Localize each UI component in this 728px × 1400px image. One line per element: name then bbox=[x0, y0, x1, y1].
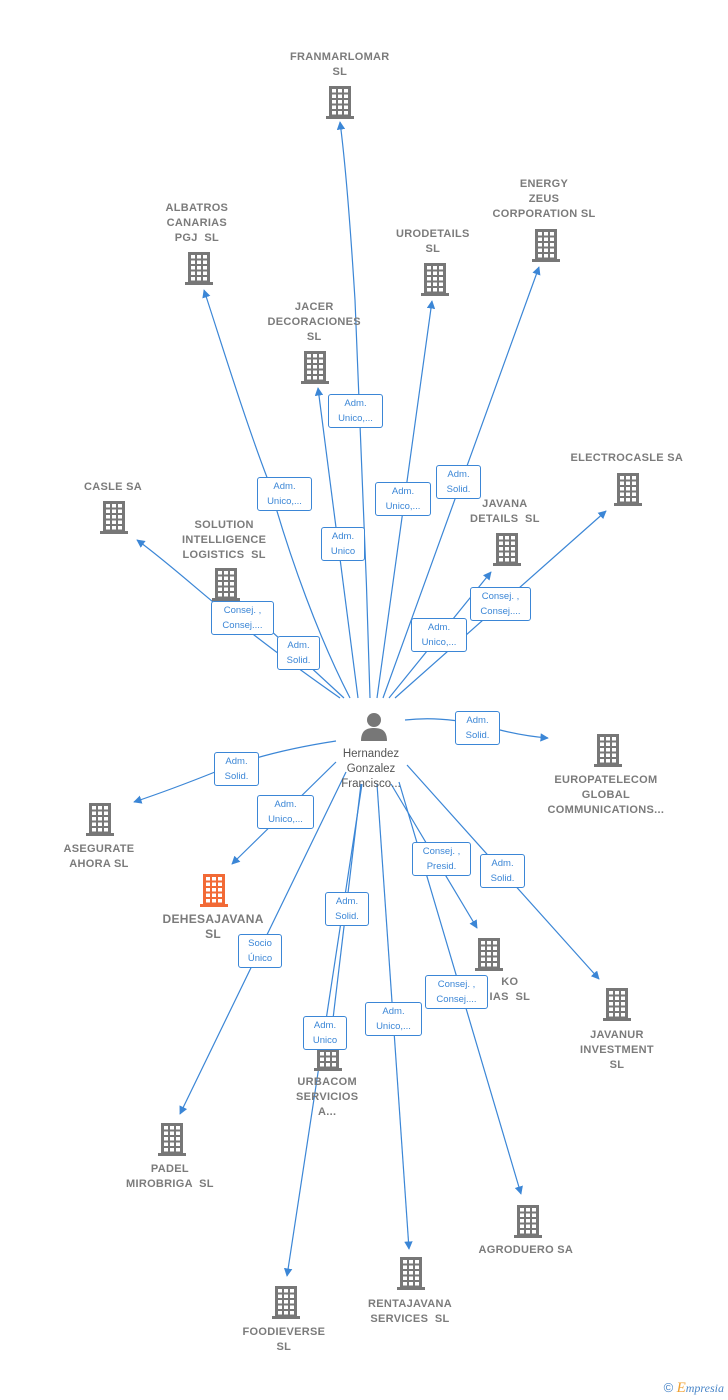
building-icon-nko[interactable] bbox=[473, 936, 505, 972]
relation-label-solution[interactable]: Adm. Solid. bbox=[277, 636, 320, 670]
building-icon-urodetails[interactable] bbox=[419, 261, 451, 297]
relation-label-casle[interactable]: Consej. , Consej.... bbox=[211, 601, 274, 635]
relation-label-javana[interactable]: Adm. Unico,... bbox=[411, 618, 467, 652]
company-label-jacer[interactable]: JACER DECORACIONES SL bbox=[267, 301, 361, 343]
company-label-javanur[interactable]: JAVANUR INVESTMENT SL bbox=[580, 1029, 654, 1071]
relation-label-padel[interactable]: Socio Único bbox=[238, 934, 282, 968]
relation-label-foodieverse[interactable]: Adm. Unico bbox=[303, 1016, 347, 1050]
building-icon-energy[interactable] bbox=[530, 227, 562, 263]
company-label-agroduero[interactable]: AGRODUERO SA bbox=[478, 1244, 574, 1256]
company-label-javana[interactable]: JAVANA DETAILS SL bbox=[470, 498, 540, 525]
company-label-urbacom[interactable]: URBACOM SERVICIOS A... bbox=[296, 1076, 359, 1118]
company-label-rentajavana[interactable]: RENTAJAVANA SERVICES SL bbox=[368, 1298, 452, 1325]
building-icon-franmarlomar[interactable] bbox=[324, 84, 356, 120]
company-label-europatelecom[interactable]: EUROPATELECOM GLOBAL COMMUNICATIONS... bbox=[547, 774, 665, 816]
relation-label-europatelecom[interactable]: Adm. Solid. bbox=[455, 711, 500, 745]
building-icon-casle[interactable] bbox=[98, 499, 130, 535]
company-label-solution[interactable]: SOLUTION INTELLIGENCE LOGISTICS SL bbox=[182, 519, 267, 561]
relation-label-asegurate[interactable]: Adm. Solid. bbox=[214, 752, 259, 786]
company-label-nko[interactable]: KO IAS SL bbox=[489, 976, 531, 1003]
building-icon-dehesajavana[interactable] bbox=[198, 872, 230, 908]
copyright-symbol: © bbox=[663, 1380, 674, 1395]
building-icon-europatelecom[interactable] bbox=[592, 732, 624, 768]
person-icon[interactable] bbox=[358, 710, 390, 742]
edge-franmarlomar bbox=[336, 121, 371, 699]
company-label-franmarlomar[interactable]: FRANMARLOMAR SL bbox=[290, 51, 390, 78]
brand-name: mpresia bbox=[685, 1381, 724, 1395]
relation-label-agroduero[interactable]: Consej. , Consej.... bbox=[425, 975, 488, 1009]
building-icon-padel[interactable] bbox=[156, 1121, 188, 1157]
relation-label-jacer[interactable]: Adm. Unico bbox=[321, 527, 365, 561]
relation-label-javanur[interactable]: Adm. Solid. bbox=[480, 854, 525, 888]
relation-label-albatros[interactable]: Adm. Unico,... bbox=[257, 477, 312, 511]
building-icon-rentajavana[interactable] bbox=[395, 1255, 427, 1291]
relation-label-energy[interactable]: Adm. Solid. bbox=[436, 465, 481, 499]
brand-initial: E bbox=[676, 1380, 686, 1396]
relation-label-dehesajavana[interactable]: Adm. Unico,... bbox=[257, 795, 314, 829]
building-icon-asegurate[interactable] bbox=[84, 801, 116, 837]
company-label-urodetails[interactable]: URODETAILS SL bbox=[396, 228, 470, 255]
relation-label-franmarlomar[interactable]: Adm. Unico,... bbox=[328, 394, 383, 428]
building-icon-solution[interactable] bbox=[210, 566, 242, 602]
building-icon-agroduero[interactable] bbox=[512, 1203, 544, 1239]
company-label-electrocasle[interactable]: ELECTROCASLE SA bbox=[570, 452, 684, 464]
company-label-foodieverse[interactable]: FOODIEVERSE SL bbox=[242, 1326, 326, 1353]
company-label-casle[interactable]: CASLE SA bbox=[84, 481, 143, 493]
building-icon-javana[interactable] bbox=[491, 531, 523, 567]
building-icon-jacer[interactable] bbox=[299, 349, 331, 385]
building-icon-foodieverse[interactable] bbox=[270, 1284, 302, 1320]
relation-label-nko[interactable]: Consej. , Presid. bbox=[412, 842, 471, 876]
building-icon-electrocasle[interactable] bbox=[612, 471, 644, 507]
relation-label-urodetails[interactable]: Adm. Unico,... bbox=[375, 482, 431, 516]
company-label-dehesajavana[interactable]: DEHESAJAVANA SL bbox=[162, 912, 264, 941]
relation-label-urbacom[interactable]: Adm. Solid. bbox=[325, 892, 369, 926]
company-label-asegurate[interactable]: ASEGURATE AHORA SL bbox=[63, 843, 135, 870]
edges-layer bbox=[133, 121, 607, 1277]
building-icon-javanur[interactable] bbox=[601, 986, 633, 1022]
company-label-albatros[interactable]: ALBATROS CANARIAS PGJ SL bbox=[165, 202, 229, 244]
company-label-energy[interactable]: ENERGY ZEUS CORPORATION SL bbox=[492, 178, 596, 220]
person-name[interactable]: Hernandez Gonzalez Francisco... bbox=[341, 748, 401, 790]
company-label-padel[interactable]: PADEL MIROBRIGA SL bbox=[126, 1163, 214, 1190]
building-icon-albatros[interactable] bbox=[183, 250, 215, 286]
footer-brand: © Empresia bbox=[664, 1380, 724, 1397]
relation-label-electrocasle[interactable]: Consej. , Consej.... bbox=[470, 587, 531, 621]
relation-label-rentajavana[interactable]: Adm. Unico,... bbox=[365, 1002, 422, 1036]
